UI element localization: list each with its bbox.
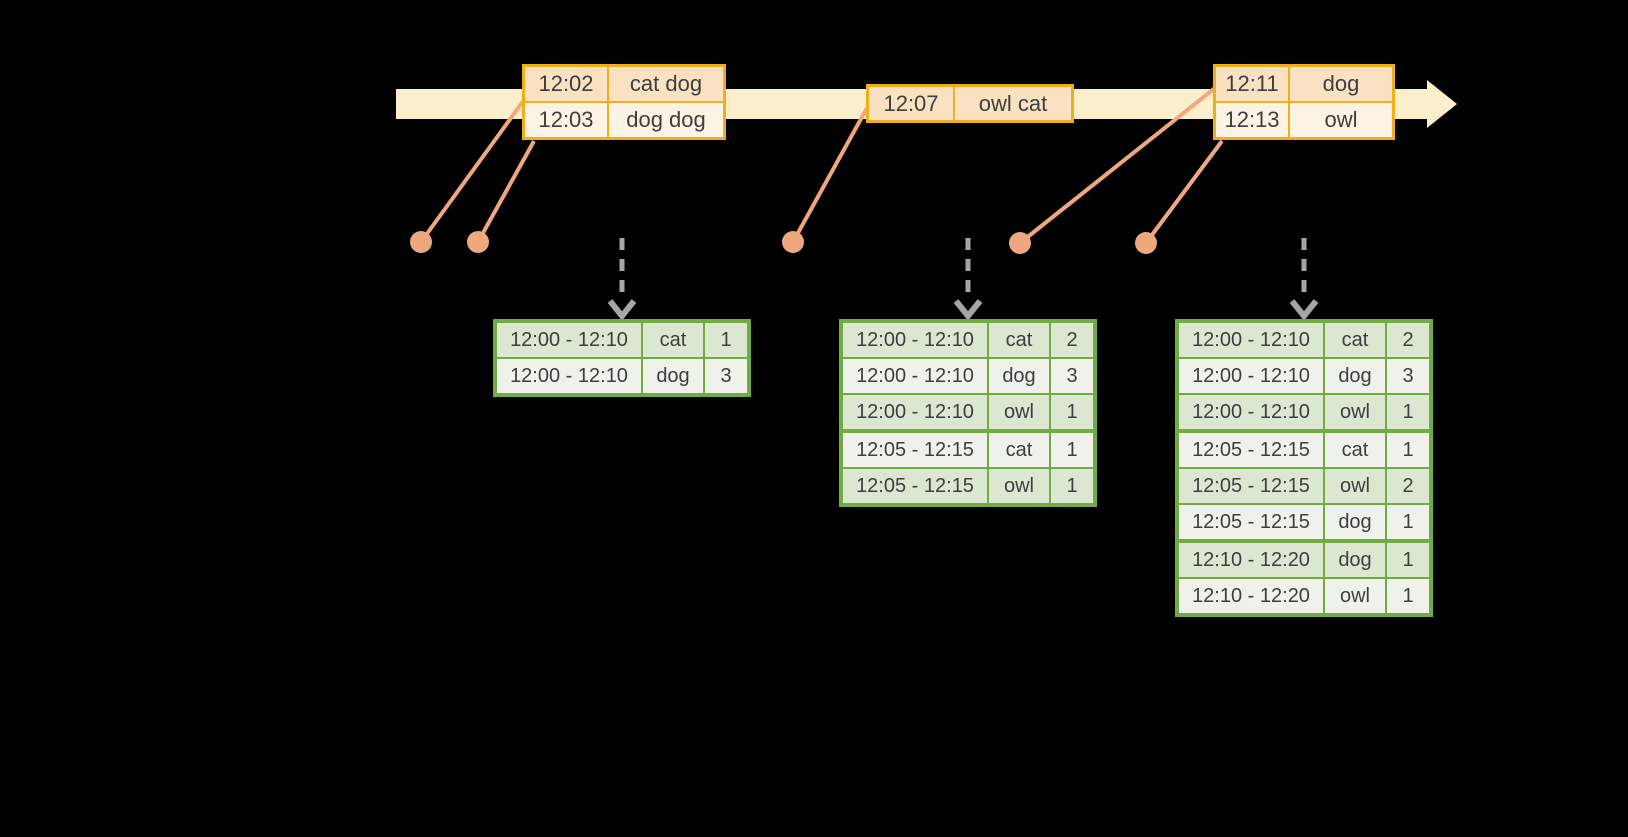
table-row: 12:05 - 12:15 owl 1	[843, 469, 1093, 503]
event-words: dog dog	[609, 103, 723, 137]
count-cell: 3	[1387, 359, 1429, 393]
event-dot	[467, 231, 489, 253]
event-words: dog	[1290, 67, 1392, 101]
count-cell: 1	[1051, 395, 1093, 429]
count-cell: 1	[1051, 433, 1093, 467]
word-cell: owl	[989, 469, 1049, 503]
count-cell: 1	[1387, 579, 1429, 613]
window-cell: 12:05 - 12:15	[843, 469, 987, 503]
count-cell: 1	[1387, 543, 1429, 577]
table-row: 12:10 - 12:20 dog 1	[1179, 543, 1429, 577]
down-arrowhead-icon	[607, 299, 637, 321]
event-dot	[1135, 232, 1157, 254]
event-table-3: 12:11 dog 12:13 owl	[1213, 64, 1395, 140]
count-cell: 2	[1387, 323, 1429, 357]
word-cell: cat	[989, 433, 1049, 467]
down-arrowhead-icon	[1289, 299, 1319, 321]
result-table-1: 12:00 - 12:10 cat 1 12:00 - 12:10 dog 3	[493, 319, 751, 397]
table-row: 12:00 - 12:10 owl 1	[843, 395, 1093, 429]
table-row: 12:10 - 12:20 owl 1	[1179, 579, 1429, 613]
word-cell: dog	[1325, 543, 1385, 577]
word-cell: dog	[1325, 359, 1385, 393]
event-time: 12:11	[1216, 67, 1288, 101]
word-cell: owl	[1325, 395, 1385, 429]
event-words: owl	[1290, 103, 1392, 137]
result-table-2: 12:00 - 12:10 cat 2 12:00 - 12:10 dog 3 …	[839, 319, 1097, 507]
table-row: 12:00 - 12:10 cat 1	[497, 323, 747, 357]
down-arrowhead-icon	[953, 299, 983, 321]
word-cell: owl	[1325, 469, 1385, 503]
window-cell: 12:00 - 12:10	[1179, 323, 1323, 357]
event-time: 12:13	[1216, 103, 1288, 137]
result-table-3: 12:00 - 12:10 cat 2 12:00 - 12:10 dog 3 …	[1175, 319, 1433, 617]
window-cell: 12:05 - 12:15	[1179, 433, 1323, 467]
count-cell: 3	[705, 359, 747, 393]
word-cell: dog	[989, 359, 1049, 393]
count-cell: 1	[1051, 469, 1093, 503]
event-dot	[782, 231, 804, 253]
event-words: cat dog	[609, 67, 723, 101]
event-time: 12:07	[869, 87, 953, 120]
table-row: 12:00 - 12:10 dog 3	[843, 359, 1093, 393]
event-table-1: 12:02 cat dog 12:03 dog dog	[522, 64, 726, 140]
table-row: 12:00 - 12:10 dog 3	[1179, 359, 1429, 393]
window-cell: 12:00 - 12:10	[497, 323, 641, 357]
window-cell: 12:00 - 12:10	[843, 323, 987, 357]
table-row: 12:00 - 12:10 owl 1	[1179, 395, 1429, 429]
table-row: 12:00 - 12:10 dog 3	[497, 359, 747, 393]
event-connector-line	[419, 98, 526, 244]
word-cell: cat	[989, 323, 1049, 357]
event-words: owl cat	[955, 87, 1071, 120]
word-cell: cat	[1325, 323, 1385, 357]
word-cell: owl	[989, 395, 1049, 429]
window-cell: 12:00 - 12:10	[843, 359, 987, 393]
table-row: 12:05 - 12:15 dog 1	[1179, 505, 1429, 539]
event-connector-line	[791, 107, 869, 243]
window-cell: 12:00 - 12:10	[497, 359, 641, 393]
word-cell: cat	[1325, 433, 1385, 467]
word-cell: dog	[643, 359, 703, 393]
event-dot	[1009, 232, 1031, 254]
event-connector-line	[476, 140, 536, 243]
event-table-2: 12:07 owl cat	[866, 84, 1074, 123]
word-cell: dog	[1325, 505, 1385, 539]
window-cell: 12:00 - 12:10	[1179, 395, 1323, 429]
window-cell: 12:10 - 12:20	[1179, 579, 1323, 613]
window-cell: 12:00 - 12:10	[843, 395, 987, 429]
event-time: 12:03	[525, 103, 607, 137]
count-cell: 2	[1051, 323, 1093, 357]
event-time: 12:02	[525, 67, 607, 101]
table-row: 12:00 - 12:10 cat 2	[843, 323, 1093, 357]
word-cell: cat	[643, 323, 703, 357]
event-connector-line	[1144, 139, 1224, 245]
table-row: 12:05 - 12:15 owl 2	[1179, 469, 1429, 503]
window-cell: 12:05 - 12:15	[1179, 469, 1323, 503]
count-cell: 1	[705, 323, 747, 357]
event-dot	[410, 231, 432, 253]
word-cell: owl	[1325, 579, 1385, 613]
count-cell: 1	[1387, 505, 1429, 539]
count-cell: 1	[1387, 395, 1429, 429]
table-row: 12:00 - 12:10 cat 2	[1179, 323, 1429, 357]
count-cell: 1	[1387, 433, 1429, 467]
window-cell: 12:05 - 12:15	[843, 433, 987, 467]
window-cell: 12:00 - 12:10	[1179, 359, 1323, 393]
window-cell: 12:10 - 12:20	[1179, 543, 1323, 577]
count-cell: 2	[1387, 469, 1429, 503]
count-cell: 3	[1051, 359, 1093, 393]
table-row: 12:05 - 12:15 cat 1	[843, 433, 1093, 467]
window-cell: 12:05 - 12:15	[1179, 505, 1323, 539]
table-row: 12:05 - 12:15 cat 1	[1179, 433, 1429, 467]
timeline-arrowhead-icon	[1427, 80, 1457, 128]
